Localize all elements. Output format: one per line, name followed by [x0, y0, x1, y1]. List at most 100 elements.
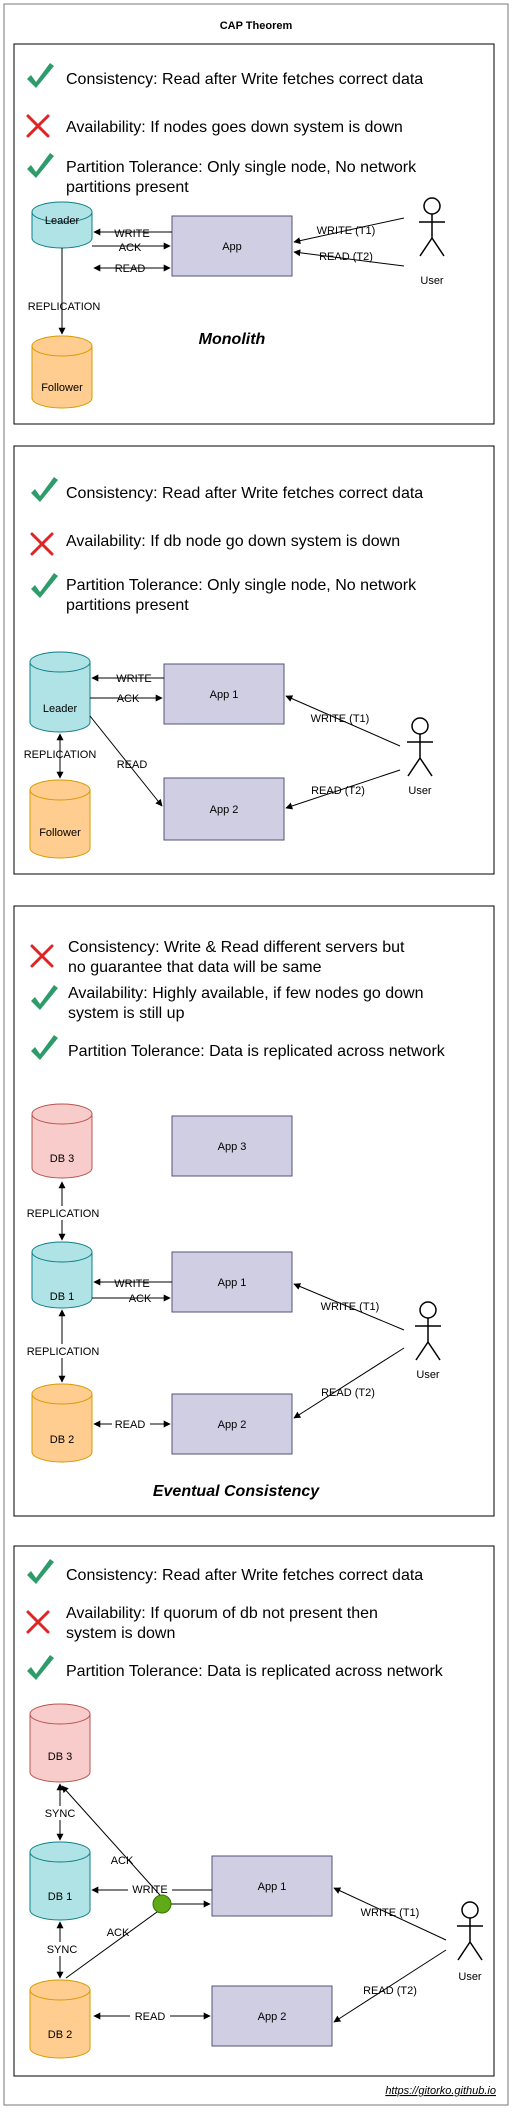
user-label: User — [416, 1369, 440, 1381]
read-label: READ — [117, 759, 148, 771]
read-t2-label: READ (T2) — [363, 1985, 417, 1997]
db1-db: DB 1 — [29, 1841, 91, 1921]
partition-text-line1: Partition Tolerance: Only single node, N… — [66, 577, 417, 594]
replication-label: REPLICATION — [28, 301, 101, 313]
db3-db: DB 3 — [29, 1703, 91, 1783]
read-label: READ — [135, 2011, 166, 2023]
write-label: WRITE — [114, 228, 149, 240]
db2-label: DB 2 — [50, 1434, 74, 1446]
db2-label: DB 2 — [48, 2029, 72, 2041]
read-arrow — [89, 715, 163, 807]
read-t2-label: READ (T2) — [319, 251, 373, 263]
db2-db: DB 2 — [29, 1979, 91, 2059]
app1-label: App 1 — [258, 1881, 287, 1893]
section-quorum: Consistency: Read after Write fetches co… — [13, 1545, 495, 2077]
db2-db: DB 2 — [31, 1383, 93, 1463]
replication-label: REPLICATION — [24, 749, 97, 761]
write-label: WRITE — [116, 673, 151, 685]
consistency-text-line2: no guarantee that data will be same — [68, 959, 322, 976]
app2-label: App 2 — [218, 1419, 247, 1431]
app1-box — [171, 1251, 293, 1313]
partition-text-line1: Partition Tolerance: Only single node, N… — [66, 159, 417, 176]
read-t2-label: READ (T2) — [311, 785, 365, 797]
partition-text: Partition Tolerance: Data is replicated … — [68, 1043, 446, 1060]
read-t2-arrow — [285, 769, 401, 810]
consistency-text: Consistency: Read after Write fetches co… — [66, 485, 423, 502]
section-monolith: Consistency: Read after Write fetches co… — [13, 43, 495, 425]
ack-label: ACK — [119, 242, 142, 254]
db3-label: DB 3 — [50, 1153, 74, 1165]
app-box — [171, 215, 293, 277]
db1-label: DB 1 — [48, 1891, 72, 1903]
write-t1-label: WRITE (T1) — [311, 713, 370, 725]
read-t2-arrow — [333, 1949, 447, 2023]
availability-text-line1: Availability: If quorum of db not presen… — [66, 1605, 378, 1622]
db3-label: DB 3 — [48, 1751, 72, 1763]
consistency-text-line1: Consistency: Write & Read different serv… — [68, 939, 405, 956]
leader-label: Leader — [43, 703, 78, 715]
partition-text: Partition Tolerance: Data is replicated … — [66, 1663, 444, 1680]
partition-text-line2: partitions present — [66, 179, 189, 196]
follower-db: Follower — [31, 335, 93, 409]
app2-box — [163, 777, 285, 841]
write-t1-label: WRITE (T1) — [321, 1301, 380, 1313]
ack-top-arrow — [61, 1785, 169, 1905]
availability-text-line2: system is down — [66, 1625, 175, 1642]
app1-box — [211, 1855, 333, 1917]
availability-text: Availability: If nodes goes down system … — [66, 119, 403, 136]
partition-text-line2: partitions present — [66, 597, 189, 614]
ack-top-label: ACK — [111, 1855, 134, 1867]
read-t2-arrow — [293, 249, 405, 267]
app2-label: App 2 — [258, 2011, 287, 2023]
write-t1-arrow — [333, 1887, 447, 1941]
user-label: User — [458, 1971, 482, 1983]
app2-label: App 2 — [210, 804, 239, 816]
page-title: CAP Theorem — [220, 20, 293, 32]
consistency-text: Consistency: Read after Write fetches co… — [66, 1567, 423, 1584]
app-label: App — [222, 241, 242, 253]
db1-db: DB 1 — [31, 1241, 93, 1309]
availability-text-line2: system is still up — [68, 1005, 185, 1022]
follower-label: Follower — [41, 382, 83, 394]
quorum-node-icon — [152, 1894, 172, 1914]
app2-box — [211, 1985, 333, 2047]
write-t1-label: WRITE (T1) — [317, 225, 376, 237]
follower-db: Follower — [29, 779, 91, 859]
consistency-text: Consistency: Read after Write fetches co… — [66, 71, 423, 88]
write-t1-arrow — [293, 1283, 405, 1331]
app2-box — [171, 1393, 293, 1455]
ack-bottom-label: ACK — [107, 1927, 130, 1939]
ack-label: ACK — [129, 1293, 152, 1305]
read-label: READ — [115, 1419, 146, 1431]
ack-label: ACK — [117, 693, 140, 705]
replication-bottom-label: REPLICATION — [27, 1346, 100, 1358]
leader-db: Leader — [31, 201, 93, 249]
read-t2-arrow — [293, 1347, 405, 1419]
section-caption: Eventual Consistency — [153, 1483, 320, 1500]
db1-label: DB 1 — [50, 1291, 74, 1303]
user-label: User — [420, 275, 444, 287]
footer-link[interactable]: https://gitorko.github.io — [385, 2085, 496, 2097]
write-t1-arrow — [293, 217, 405, 245]
app1-box — [163, 663, 285, 725]
availability-text: Availability: If db node go down system … — [66, 533, 400, 550]
read-t2-label: READ (T2) — [321, 1387, 375, 1399]
ack-bottom-line — [65, 1903, 169, 1979]
db3-db: DB 3 — [31, 1103, 93, 1179]
app1-label: App 1 — [218, 1277, 247, 1289]
leader-label: Leader — [45, 215, 80, 227]
write-label: WRITE — [132, 1884, 167, 1896]
read-label: READ — [115, 263, 146, 275]
leader-db: Leader — [29, 651, 91, 733]
replication-top-label: REPLICATION — [27, 1208, 100, 1220]
write-t1-label: WRITE (T1) — [361, 1907, 420, 1919]
write-label: WRITE — [114, 1278, 149, 1290]
app3-box — [171, 1115, 293, 1177]
app1-label: App 1 — [210, 689, 239, 701]
sync-bottom-label: SYNC — [47, 1944, 78, 1956]
follower-label: Follower — [39, 827, 81, 839]
section-caption: Monolith — [199, 331, 266, 348]
app3-label: App 3 — [218, 1141, 247, 1153]
